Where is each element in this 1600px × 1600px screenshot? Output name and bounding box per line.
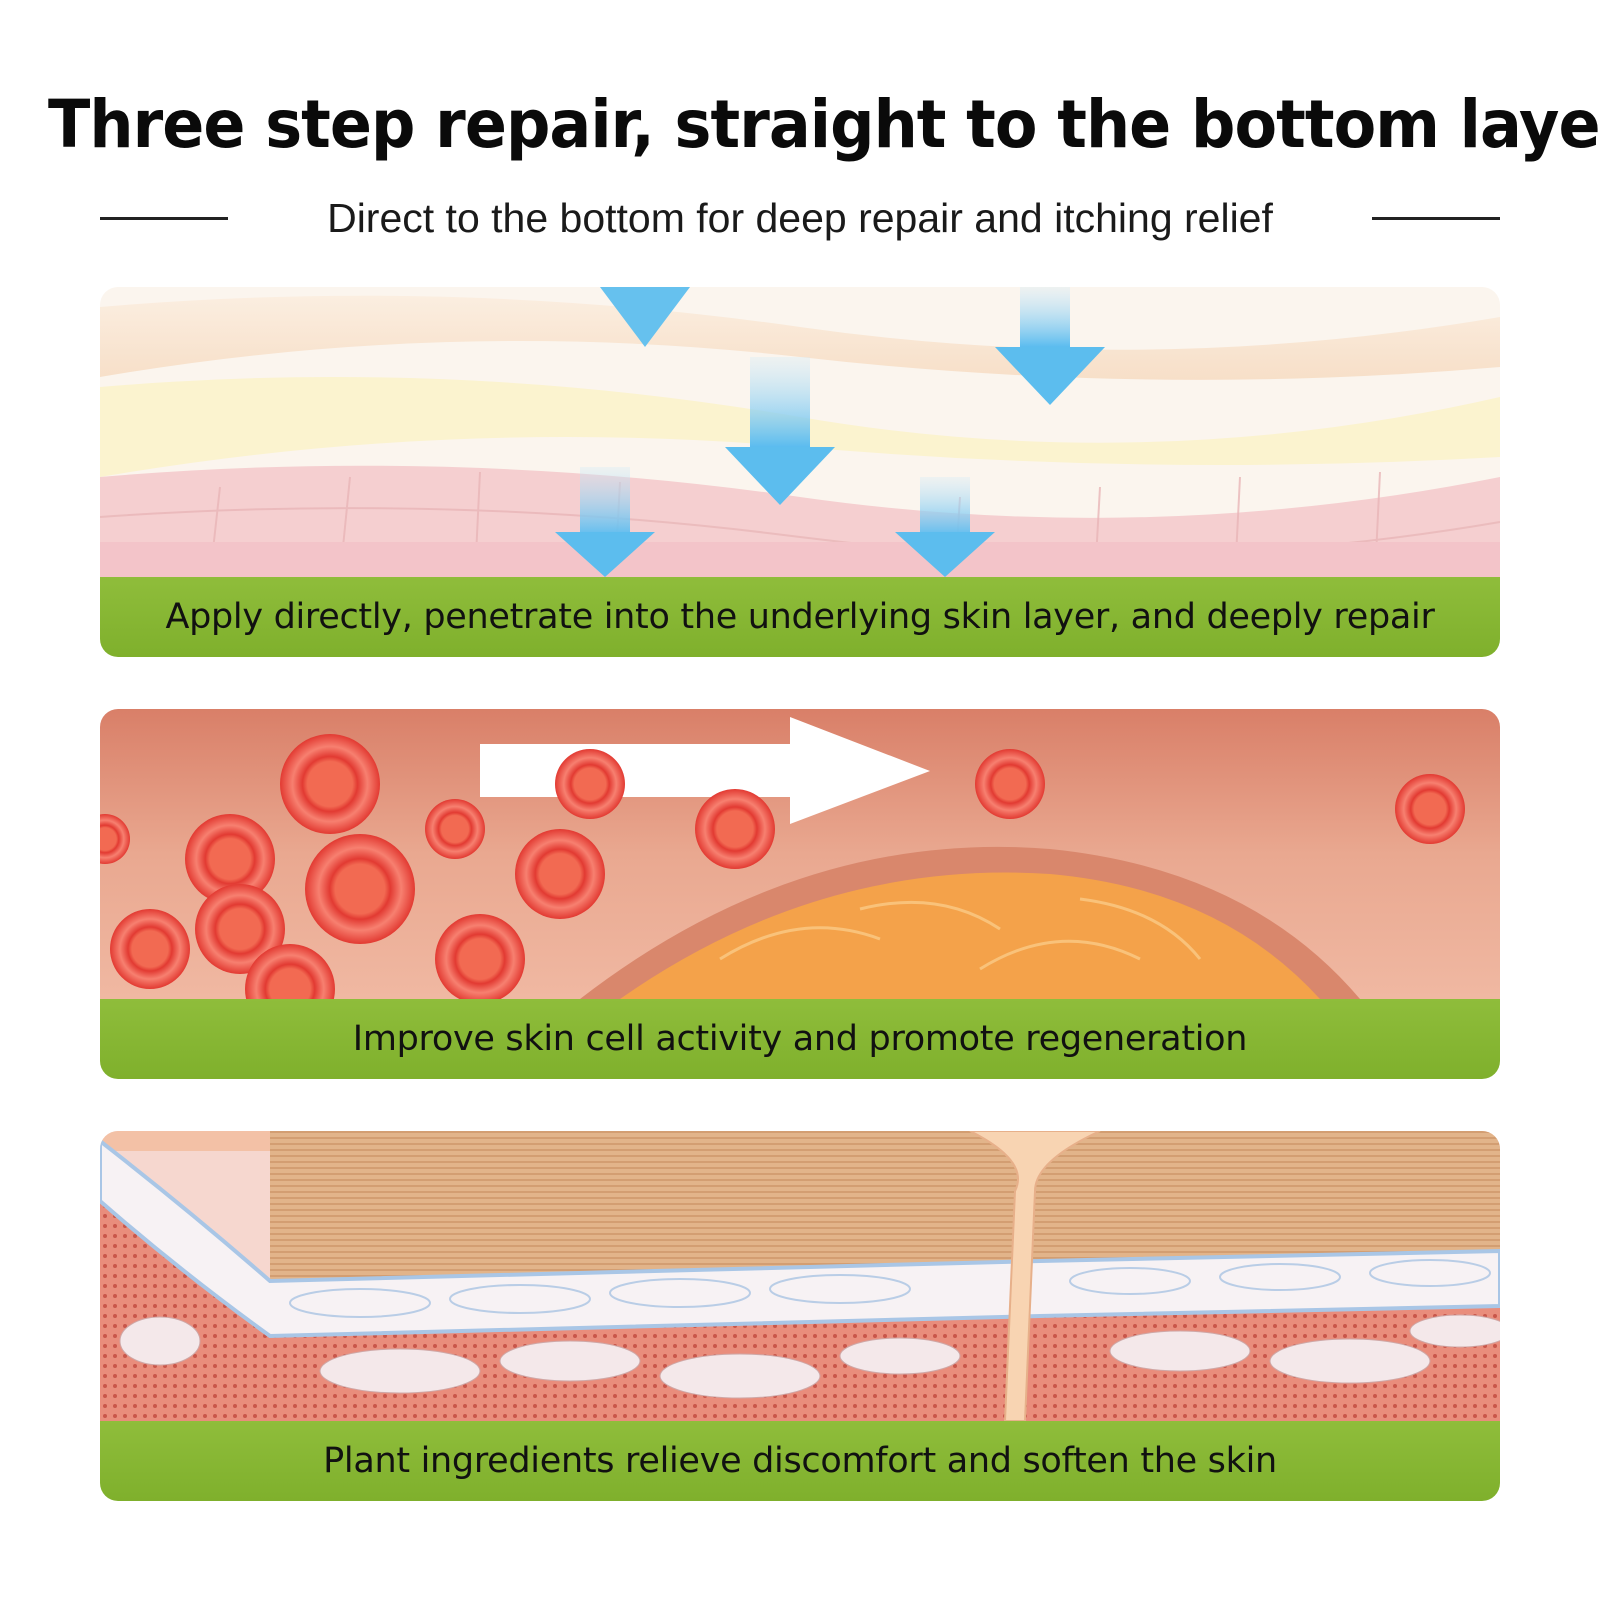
right-divider [1371,216,1500,220]
skin-cross-section-illustration [100,1131,1500,1421]
caption-bar-3: Plant ingredients relieve discomfort and… [100,1421,1500,1501]
step-panel-2: Improve skin cell activity and promote r… [100,709,1500,1079]
step-caption-3: Plant ingredients relieve discomfort and… [323,1441,1277,1481]
step-caption-2: Improve skin cell activity and promote r… [352,1019,1248,1059]
arrow-icon [555,467,655,577]
step-panel-1: Apply directly, penetrate into the under… [100,287,1500,657]
step-panel-3: Plant ingredients relieve discomfort and… [100,1131,1500,1501]
page-subtitle: Direct to the bottom for deep repair and… [327,194,1273,241]
subtitle-row: Direct to the bottom for deep repair and… [100,188,1500,248]
page-title: Three step repair, straight to the botto… [48,86,1600,163]
step-caption-1: Apply directly, penetrate into the under… [165,597,1435,637]
arrow-icon [895,477,995,577]
arrow-icon [725,357,835,505]
caption-bar-2: Improve skin cell activity and promote r… [100,999,1500,1079]
arrow-icon [600,287,690,347]
arrow-icon [995,287,1105,405]
caption-bar-1: Apply directly, penetrate into the under… [100,577,1500,657]
arrow-icon [480,717,930,824]
left-divider [100,216,228,220]
skin-layers-arrows-illustration [100,287,1500,577]
blood-cells-flow-illustration [100,709,1500,999]
